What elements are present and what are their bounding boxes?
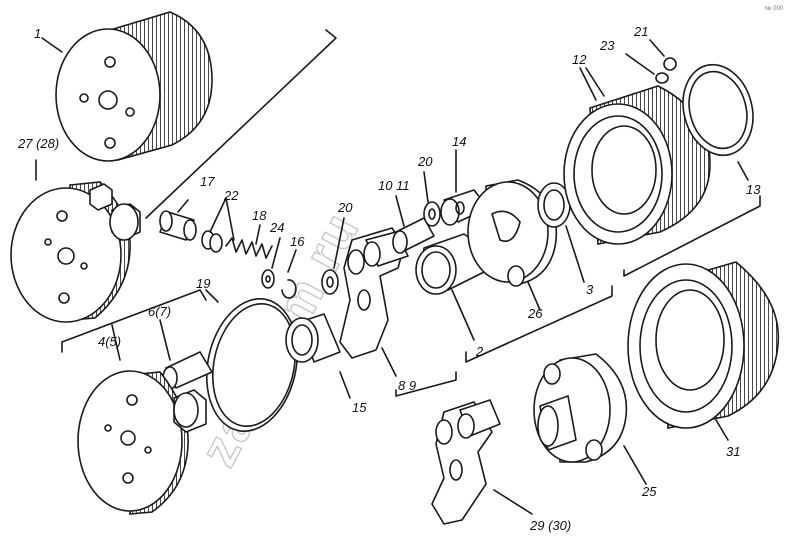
part-25-flange xyxy=(533,353,647,485)
label-24: 24 xyxy=(269,220,284,235)
bracket-line-right xyxy=(623,195,761,277)
part-18-spring xyxy=(225,224,273,259)
label-18: 18 xyxy=(252,208,267,223)
label-2: 2 xyxy=(475,344,484,359)
part-20-washer-left xyxy=(321,217,345,295)
label-8-9: 8 9 xyxy=(398,378,416,393)
corner-mark: № 000 xyxy=(765,5,784,12)
part-13-ring xyxy=(682,63,754,181)
bracket-line-left xyxy=(61,289,207,353)
label-3: 3 xyxy=(586,282,594,297)
label-21: 21 xyxy=(633,24,648,39)
part-12-drum xyxy=(563,67,711,245)
label-13: 13 xyxy=(746,182,761,197)
part-21-screw xyxy=(649,39,677,71)
bracket-line-lower xyxy=(395,371,457,397)
label-14: 14 xyxy=(452,134,466,149)
label-27: 27 (28) xyxy=(17,136,59,151)
part-14-cam xyxy=(440,149,489,226)
label-22: 22 xyxy=(223,188,239,203)
label-4-5: 4(5) xyxy=(98,334,121,349)
part-10-bushing xyxy=(392,195,435,254)
label-23: 23 xyxy=(599,38,615,53)
part-24-washer xyxy=(261,237,281,289)
label-17: 17 xyxy=(200,174,215,189)
label-10-11: 10 11 xyxy=(378,178,410,193)
label-15: 15 xyxy=(352,400,367,415)
part-15-sleeve xyxy=(285,313,351,399)
part-1-drum xyxy=(41,11,213,162)
part-20-washer-right xyxy=(423,171,441,227)
part-23-washer xyxy=(625,53,669,84)
part-27-flange xyxy=(10,159,141,323)
part-4-flange xyxy=(77,324,207,515)
label-19: 19 xyxy=(196,276,210,291)
bracket-line-middle xyxy=(465,285,613,363)
label-6-7: 6(7) xyxy=(148,304,171,319)
label-29-30: 29 (30) xyxy=(529,518,571,533)
part-6-pin xyxy=(159,319,213,390)
label-1: 1 xyxy=(34,26,41,41)
label-20-left: 20 xyxy=(337,200,353,215)
label-26: 26 xyxy=(527,306,543,321)
bracket-line-top xyxy=(145,29,337,219)
label-16: 16 xyxy=(290,234,305,249)
part-19-seal xyxy=(205,289,299,432)
part-3-ring xyxy=(537,182,585,283)
part-22-rings xyxy=(201,197,235,253)
part-31-drum xyxy=(627,261,780,441)
part-16-snap-ring xyxy=(281,249,297,299)
part-29-lever xyxy=(431,399,533,525)
label-20-right: 20 xyxy=(417,154,433,169)
label-12: 12 xyxy=(572,52,587,67)
label-31: 31 xyxy=(726,444,740,459)
part-17-sleeve xyxy=(159,199,197,241)
label-25: 25 xyxy=(641,484,657,499)
